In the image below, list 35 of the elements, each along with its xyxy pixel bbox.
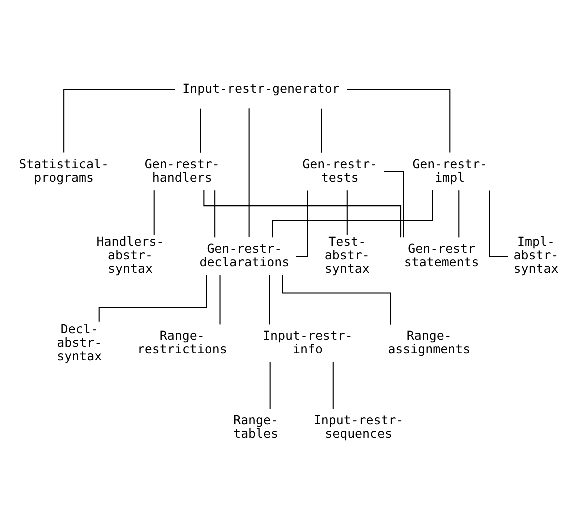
connector — [269, 274, 270, 324]
connector — [489, 190, 508, 257]
connector — [98, 274, 208, 322]
node-text: Input-restr- sequences — [314, 412, 404, 441]
node-text: Statistical- programs — [19, 156, 109, 184]
node-text: Input-restr- info — [263, 328, 353, 356]
node-text: Input-restr-generator — [182, 80, 340, 96]
connector — [332, 362, 334, 409]
node-text: Impl- abstr- syntax — [514, 234, 559, 276]
node-text: Gen-restr- declarations — [200, 240, 290, 269]
node-text: Range- assignments — [388, 328, 471, 356]
connector — [347, 88, 451, 152]
connector — [282, 274, 392, 324]
connector — [64, 88, 176, 152]
connector — [458, 190, 460, 238]
connector — [200, 108, 202, 152]
node-text: Gen-restr- handlers — [144, 156, 220, 184]
node-text: Gen-restr statements — [404, 240, 480, 269]
node-text: Handlers- abstr- syntax — [96, 234, 164, 276]
connector — [346, 190, 348, 234]
node-text: Range- restrictions — [137, 328, 228, 356]
node-text: Range- tables — [234, 412, 279, 441]
connector — [154, 190, 155, 234]
connector — [321, 108, 322, 152]
node-text: Decl- abstr- syntax — [57, 320, 102, 363]
connector — [270, 362, 271, 409]
node-text: Gen-restr- impl — [412, 156, 488, 184]
connector — [272, 190, 434, 238]
connector — [248, 108, 250, 237]
connector — [220, 274, 221, 324]
node-text: Test- abstr- syntax — [324, 234, 370, 276]
connector — [384, 170, 404, 238]
node-text: Gen-restr- tests — [302, 156, 378, 184]
connector — [204, 190, 402, 238]
connector — [214, 190, 216, 238]
